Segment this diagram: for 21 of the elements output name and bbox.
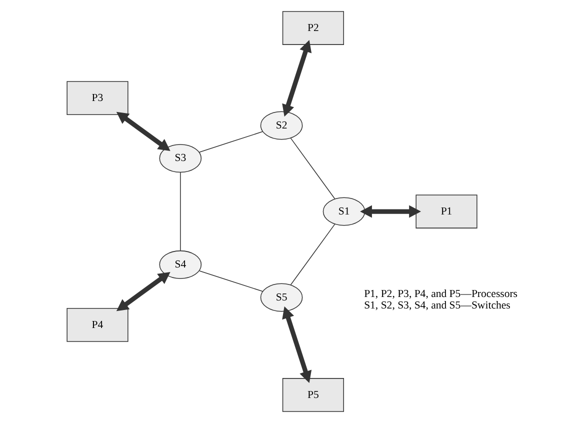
node-box: P5 [282, 378, 344, 412]
arrow [282, 306, 312, 383]
node-ellipse: S1 [322, 197, 365, 226]
connector [290, 224, 335, 286]
label: S1, S2, S3, S4, and S5—Switches [364, 300, 510, 312]
arrow [116, 112, 170, 152]
node-box: P1 [415, 194, 477, 228]
node-ellipse: S2 [260, 111, 302, 140]
connector [198, 270, 263, 292]
label: P1, P2, P3, P4, and P5—Processors [364, 288, 518, 300]
node-box: P4 [66, 308, 128, 342]
node-box: P2 [282, 11, 344, 45]
arrow [116, 272, 170, 312]
arrow [360, 205, 420, 218]
node-box: P3 [66, 81, 128, 116]
connector [290, 138, 335, 200]
node-ellipse: S4 [158, 250, 202, 279]
node-ellipse: S3 [158, 144, 202, 173]
connector [198, 131, 262, 153]
arrow [282, 40, 312, 117]
node-ellipse: S5 [260, 283, 302, 312]
